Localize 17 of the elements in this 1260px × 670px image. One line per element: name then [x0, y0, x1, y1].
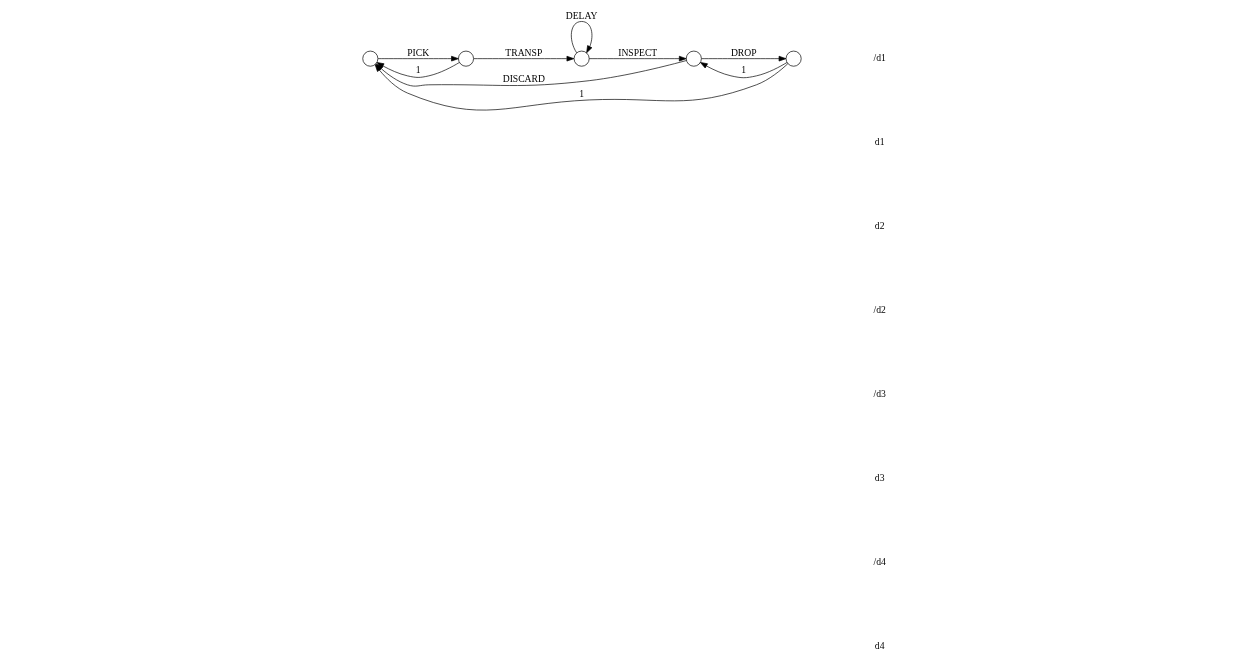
edge-label: TRANSP [504, 47, 542, 59]
edge-label: 1 [578, 88, 584, 100]
label: d4 [874, 640, 884, 651]
label: /d3 [873, 388, 886, 400]
edge-label: PICK [406, 47, 429, 59]
edge-label: DROP [730, 47, 757, 59]
edge-label: 1 [415, 64, 421, 76]
edge-label: INSPECT [617, 47, 657, 59]
label: d3 [874, 472, 884, 484]
edge-label: DISCARD [502, 73, 545, 85]
label: /d1 [873, 52, 886, 64]
label: /d2 [873, 304, 886, 316]
label: d2 [874, 220, 884, 232]
edge-label: DELAY [565, 9, 597, 21]
label: d1 [874, 136, 884, 148]
label: /d4 [873, 556, 886, 568]
edge-label: 1 [740, 64, 746, 76]
